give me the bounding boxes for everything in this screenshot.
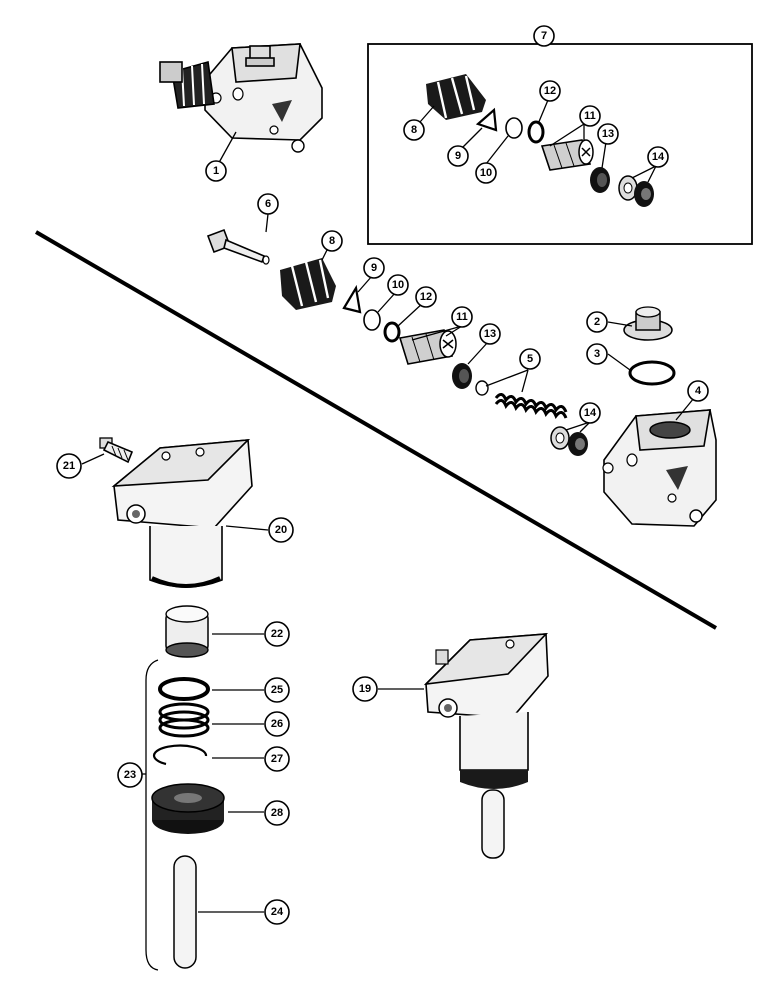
svg-text:23: 23 — [124, 769, 136, 781]
svg-text:14: 14 — [652, 151, 665, 163]
callout-9: 9 — [363, 257, 385, 279]
callout-26: 26 — [264, 711, 290, 737]
push-rod-lower — [173, 855, 197, 969]
svg-text:22: 22 — [271, 628, 283, 640]
svg-text:10: 10 — [392, 279, 404, 291]
svg-text:13: 13 — [602, 128, 614, 140]
svg-text:12: 12 — [420, 291, 432, 303]
kit-washer — [505, 117, 523, 139]
kit-boot — [426, 74, 486, 120]
kit-seals — [618, 175, 654, 207]
kit-piston — [540, 139, 594, 171]
callout-22: 22 — [264, 621, 290, 647]
callout-23: 23 — [117, 762, 143, 788]
callout-19: 19 — [352, 676, 378, 702]
repair-kit-box — [367, 43, 753, 245]
svg-text:19: 19 — [359, 683, 371, 695]
cylinder-body — [602, 409, 717, 527]
svg-text:12: 12 — [544, 85, 556, 97]
kit-clip — [475, 107, 498, 132]
svg-text:13: 13 — [484, 328, 496, 340]
callout-9-kit: 9 — [447, 145, 469, 167]
callout-3: 3 — [586, 343, 608, 365]
svg-text:8: 8 — [411, 124, 417, 136]
svg-text:27: 27 — [271, 753, 283, 765]
spring-lower — [158, 702, 210, 738]
svg-text:9: 9 — [371, 262, 377, 274]
kit-cup — [590, 167, 610, 193]
svg-text:20: 20 — [275, 524, 287, 536]
callout-28: 28 — [264, 800, 290, 826]
svg-text:6: 6 — [265, 198, 271, 210]
clip — [342, 284, 362, 314]
callout-11-kit: 11 — [579, 105, 601, 127]
callout-14-kit: 14 — [647, 146, 669, 168]
callout-10: 10 — [387, 274, 409, 296]
svg-text:2: 2 — [594, 316, 600, 328]
callout-8: 8 — [321, 230, 343, 252]
callout-14: 14 — [579, 402, 601, 424]
cap-gasket — [628, 360, 676, 386]
svg-text:11: 11 — [584, 110, 596, 122]
washer — [363, 309, 381, 331]
kit-o-ring — [527, 120, 545, 144]
callout-1: 1 — [205, 160, 227, 182]
primary-cup — [452, 363, 472, 389]
callout-13-kit: 13 — [597, 123, 619, 145]
section-divider-line — [34, 230, 718, 630]
svg-text:5: 5 — [527, 353, 533, 365]
svg-text:8: 8 — [329, 235, 335, 247]
piston-lower — [165, 605, 209, 658]
callout-10-kit: 10 — [475, 162, 497, 184]
svg-text:4: 4 — [695, 385, 702, 397]
callout-12: 12 — [415, 286, 437, 308]
dust-boot — [151, 783, 225, 834]
piston — [398, 329, 457, 365]
svg-text:21: 21 — [63, 460, 75, 472]
kit-bracket — [145, 659, 159, 971]
callout-8-kit: 8 — [403, 119, 425, 141]
svg-text:10: 10 — [480, 167, 492, 179]
callout-24: 24 — [264, 899, 290, 925]
callout-25: 25 — [264, 677, 290, 703]
callout-12-kit: 12 — [539, 80, 561, 102]
callout-20: 20 — [268, 517, 294, 543]
svg-text:3: 3 — [594, 348, 600, 360]
svg-text:9: 9 — [455, 150, 461, 162]
check-valve-seals — [550, 426, 588, 456]
svg-text:28: 28 — [271, 807, 283, 819]
callout-11: 11 — [451, 306, 473, 328]
svg-text:24: 24 — [271, 906, 284, 918]
wheel-cylinder-assembled — [423, 633, 549, 859]
bleeder-screw — [99, 437, 134, 464]
snap-ring — [152, 744, 208, 766]
svg-text:1: 1 — [213, 165, 219, 177]
wheel-cylinder-housing — [111, 439, 253, 588]
svg-text:11: 11 — [456, 311, 468, 323]
callout-7: 7 — [533, 25, 555, 47]
callout-27: 27 — [264, 746, 290, 772]
callout-2: 2 — [586, 311, 608, 333]
boot — [280, 258, 336, 310]
callout-6: 6 — [257, 193, 279, 215]
svg-text:26: 26 — [271, 718, 283, 730]
svg-text:7: 7 — [541, 30, 547, 42]
callout-13: 13 — [479, 323, 501, 345]
callout-21: 21 — [56, 453, 82, 479]
svg-text:14: 14 — [584, 407, 597, 419]
filler-cap — [623, 306, 673, 341]
seal-ring — [158, 677, 210, 701]
master-cylinder-assembled — [159, 43, 323, 153]
svg-text:25: 25 — [271, 684, 283, 696]
callout-5: 5 — [519, 348, 541, 370]
o-ring — [383, 321, 401, 343]
callout-4: 4 — [687, 380, 709, 402]
spring-assembly — [475, 380, 568, 420]
push-rod — [206, 228, 270, 265]
